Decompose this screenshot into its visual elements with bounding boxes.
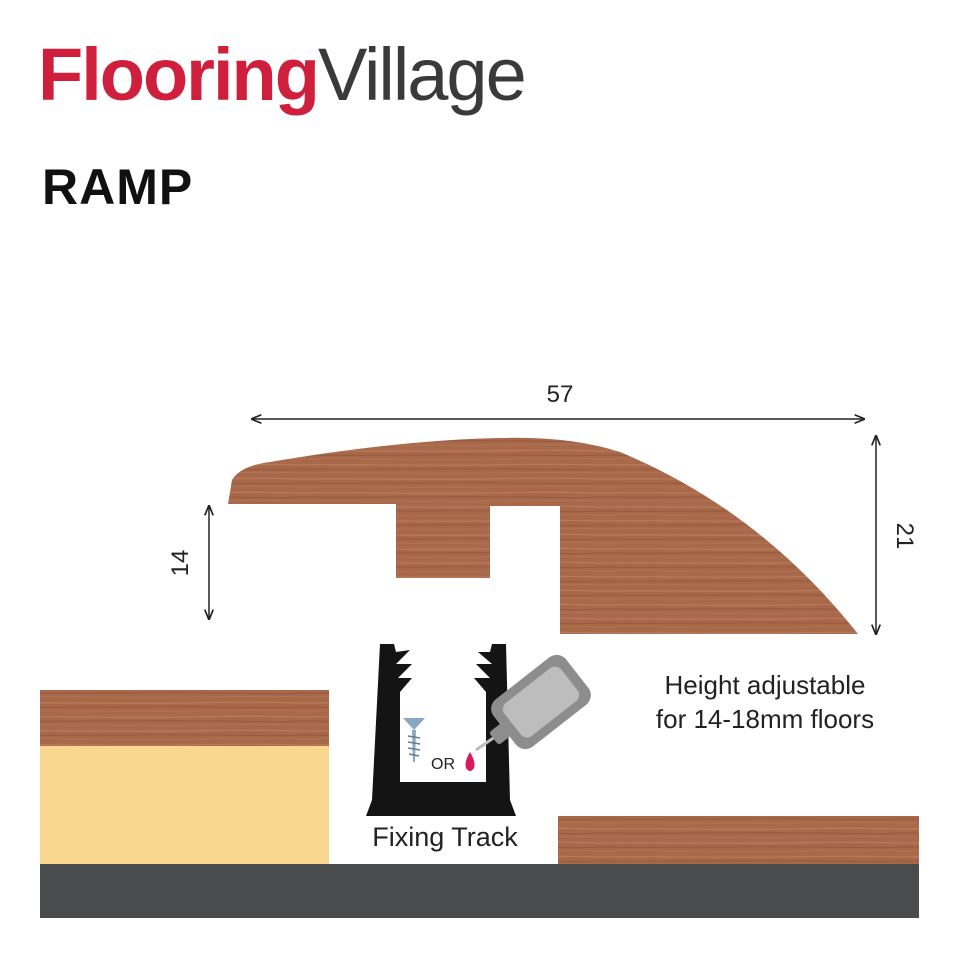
- ramp-profile: [228, 437, 858, 634]
- flooring-village-logo: FlooringVillage: [38, 30, 527, 120]
- height-adjustable-caption: Height adjustable for 14-18mm floors: [600, 668, 930, 736]
- glue-tube-icon: [490, 654, 591, 750]
- logo-village-text: Village: [317, 33, 527, 116]
- height-adjustable-line2: for 14-18mm floors: [655, 704, 875, 734]
- logo-flooring-text: Flooring: [38, 33, 320, 116]
- height-adjustable-line1: Height adjustable: [664, 670, 866, 700]
- total-height-dimension-label: 21: [891, 523, 918, 550]
- product-title: RAMP: [42, 159, 194, 215]
- fixing-track: [366, 644, 516, 816]
- underlay-left: [40, 746, 329, 864]
- screw-icon: [403, 718, 425, 762]
- step-height-dimension-label: 14: [167, 550, 194, 577]
- subfloor: [40, 864, 919, 918]
- floor-plank-right: [558, 816, 919, 864]
- glue-drop-icon: [465, 752, 475, 771]
- or-label: OR: [431, 756, 455, 773]
- floor-plank-left: [40, 690, 329, 746]
- width-dimension-label: 57: [547, 381, 574, 408]
- fixing-track-label: Fixing Track: [372, 822, 518, 852]
